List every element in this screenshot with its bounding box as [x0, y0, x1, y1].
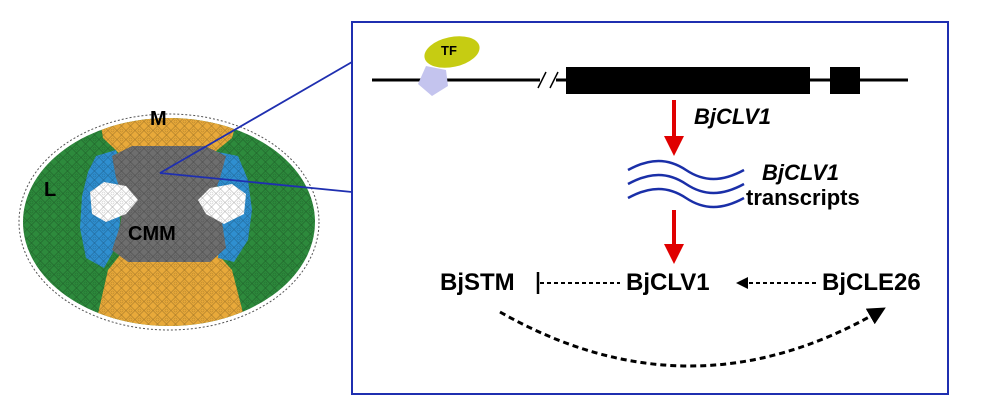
break-mark-1	[537, 71, 547, 89]
gene-label: BjCLV1	[694, 104, 771, 129]
label-cmm: CMM	[128, 223, 176, 245]
binding-site-pentagon	[418, 66, 448, 96]
tf-ellipse	[424, 36, 480, 68]
transcripts-gene-label: BjCLV1	[762, 160, 839, 185]
exon-block-2	[830, 67, 860, 94]
feedback-arc-dashed	[499, 307, 886, 368]
node-bjclv1: BjCLV1	[626, 269, 710, 296]
tf-label: TF	[441, 43, 457, 58]
stem-cross-section: M L CMM	[18, 108, 320, 331]
transcripts-label: transcripts	[746, 185, 860, 210]
node-bjstm: BjSTM	[440, 269, 515, 296]
label-meristem-m: M	[150, 108, 167, 130]
label-lateral-l: L	[44, 179, 56, 201]
exon-block-1	[566, 67, 810, 94]
gene-model: TF BjCLV1	[372, 36, 908, 129]
node-bjcle26: BjCLE26	[822, 269, 921, 296]
transcripts-waves	[627, 159, 745, 209]
zoom-line-bottom	[159, 172, 353, 193]
break-mark-2	[549, 71, 559, 89]
zoom-line-top	[159, 61, 353, 174]
